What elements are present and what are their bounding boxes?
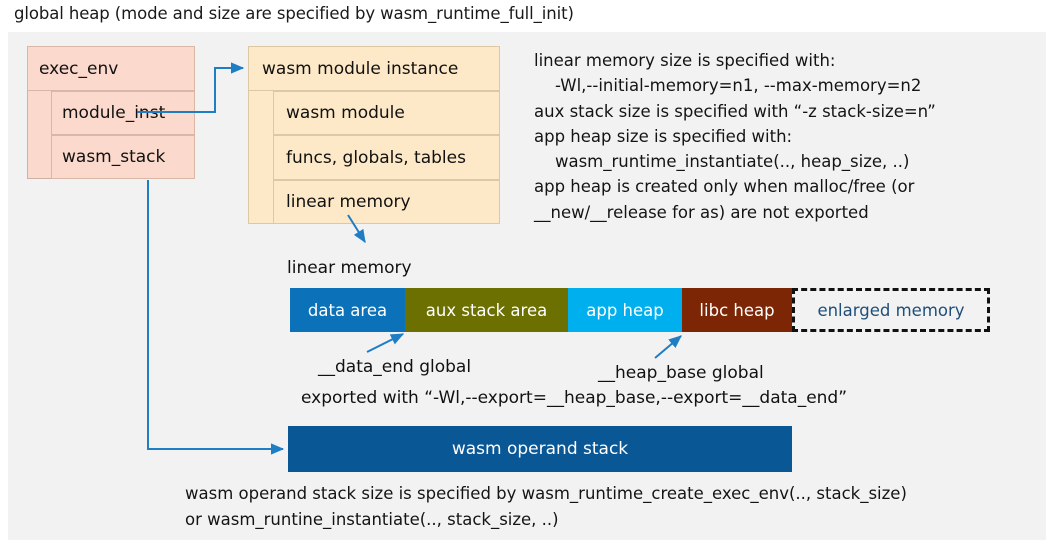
wasm-module-label: wasm module [286, 103, 405, 123]
module-instance-row-funcs-globals-tables: funcs, globals, tables [273, 135, 500, 180]
memory-segment-libc-heap: libc heap [682, 288, 792, 332]
data-end-global-label: __data_end global [318, 357, 472, 377]
memory-segment-enlarged-memory: enlarged memory [792, 288, 990, 332]
arrow-module-inst-to-module-instance [137, 62, 245, 113]
operand-stack-size-note: wasm operand stack size is specified by … [185, 484, 907, 529]
memory-segment-label: aux stack area [425, 300, 548, 320]
wasm-operand-stack-label: wasm operand stack [451, 439, 629, 459]
heap-base-global-label: __heap_base global [598, 363, 764, 383]
exec-env-label: exec_env [39, 58, 119, 79]
arrow-data-end-global [366, 333, 405, 353]
funcs-globals-tables-label: funcs, globals, tables [286, 147, 466, 168]
memory-segment-label: data area [307, 300, 388, 320]
wasm-module-instance-label: wasm module instance [262, 58, 459, 79]
memory-segment-label: app heap [586, 300, 664, 320]
memory-config-note: linear memory size is specified with: -W… [534, 51, 936, 222]
linear-memory-label: linear memory [286, 192, 411, 212]
wasm-stack-label: wasm_stack [62, 147, 166, 167]
module-instance-row-wasm-module: wasm module [273, 91, 500, 135]
page-title: global heap (mode and size are specified… [14, 4, 574, 23]
memory-segment-label: enlarged memory [817, 300, 965, 320]
linear-memory-bar: data area aux stack area app heap libc heap… [290, 288, 990, 332]
wasm-operand-stack-box: wasm operand stack [288, 426, 792, 472]
module-instance-row-linear-memory: linear memory [273, 180, 500, 224]
exec-env-row-wasm-stack: wasm_stack [51, 135, 195, 179]
memory-segment-data-area: data area [290, 288, 405, 332]
memory-segment-aux-stack-area: aux stack area [405, 288, 568, 332]
wasm-module-instance-title-row: wasm module instance [248, 46, 500, 91]
arrow-linear-memory-to-bar [347, 214, 366, 244]
module-inst-label: module_inst [62, 103, 166, 123]
memory-segment-label: libc heap [699, 300, 775, 320]
memory-segment-app-heap: app heap [568, 288, 682, 332]
arrow-heap-base-global [654, 335, 682, 359]
linear-memory-caption: linear memory [287, 258, 412, 278]
exported-with-label: exported with “-Wl,--export=__heap_base,… [301, 388, 848, 408]
exec-env-title-row: exec_env [27, 46, 195, 91]
arrow-wasm-stack-to-operand-stack [147, 180, 285, 455]
